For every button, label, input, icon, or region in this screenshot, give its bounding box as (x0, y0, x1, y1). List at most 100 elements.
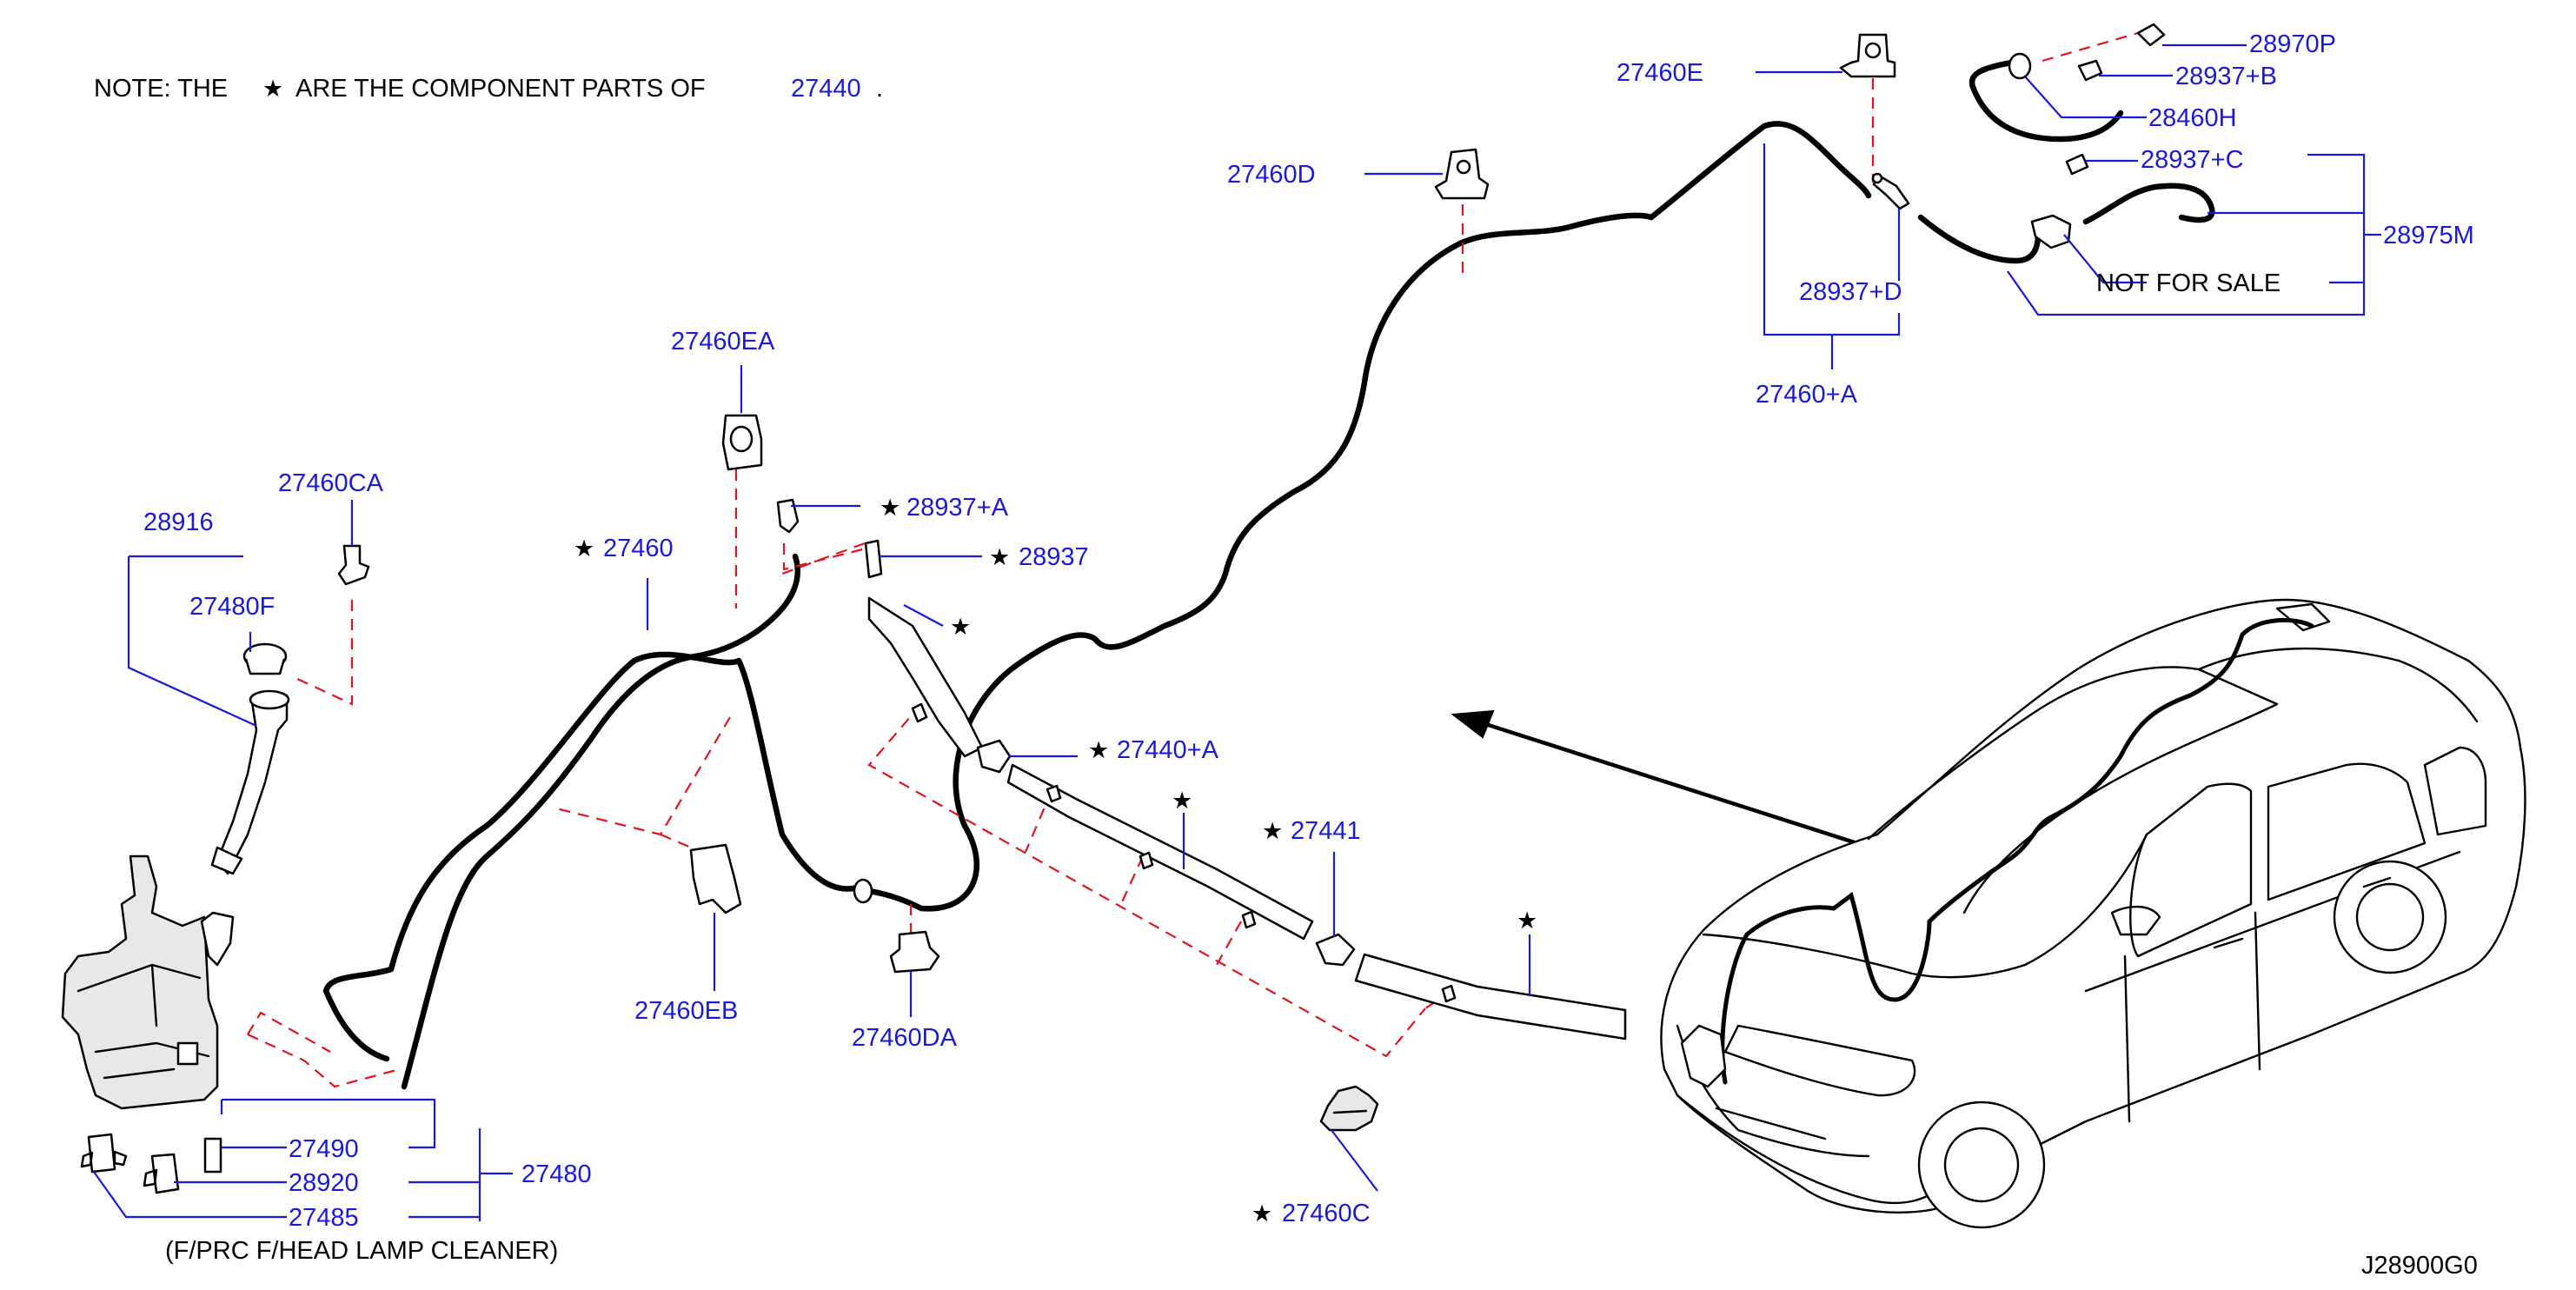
hose-lower-run (322, 651, 864, 1062)
label-27460d[interactable]: 27460D (1227, 161, 1316, 189)
elbow-rear[interactable] (2030, 214, 2072, 249)
label-28970p[interactable]: 28970P (2249, 30, 2336, 58)
grommet-27490[interactable] (203, 1137, 222, 1174)
label-27440a[interactable]: 27440+A (1117, 736, 1219, 764)
hose-to-nozzle (866, 212, 1655, 912)
hose-roof-run (1648, 121, 1872, 221)
leader-27485 (93, 1171, 287, 1219)
star-strip-upper: ★ (950, 614, 971, 641)
strip-upper[interactable] (867, 596, 984, 758)
car-headlight (1723, 1024, 1916, 1097)
bracket-27480 (220, 1098, 513, 1221)
clip-27460d-illustration[interactable] (1434, 148, 1490, 200)
label-28920[interactable]: 28920 (289, 1169, 359, 1197)
leader-not-for-sale (2063, 234, 2147, 284)
connector-28937d-illustration[interactable] (1871, 172, 1910, 210)
clip-27460ea-illustration[interactable] (721, 414, 763, 471)
bracket-27460c-illustration[interactable] (1319, 1085, 1379, 1132)
bracket-28975m (2007, 153, 2381, 316)
label-not-for-sale: NOT FOR SALE (2096, 269, 2281, 297)
bracket-28916 (127, 555, 257, 728)
dash-27460c (867, 703, 1426, 1058)
washer-tank-27480-illustration[interactable] (61, 854, 235, 1110)
strip-lower[interactable] (1354, 953, 1627, 1041)
connector-28937b[interactable] (2077, 59, 2103, 82)
hose-rear-loop (2082, 183, 2215, 225)
label-28937c[interactable]: 28937+C (2141, 146, 2244, 174)
label-28975m[interactable]: 28975M (2383, 222, 2474, 249)
note-suffix: . (876, 75, 883, 103)
label-27480f[interactable]: 27480F (189, 593, 275, 621)
cap-27480f-illustration[interactable] (242, 642, 288, 675)
car-hood (1702, 833, 2148, 979)
label-27460a[interactable]: 27460+A (1756, 381, 1858, 409)
car-mirror (2110, 905, 2161, 936)
pumps-illustration[interactable] (80, 1133, 222, 1194)
car-front-wheel (1917, 1100, 2046, 1229)
elbow-28937a-illustration[interactable] (776, 498, 800, 534)
label-28937a[interactable]: 28937+A (906, 494, 1009, 522)
dash-tank (247, 1034, 401, 1088)
connector-28937c[interactable] (2065, 153, 2089, 176)
label-27480[interactable]: 27480 (521, 1160, 592, 1188)
note-ref[interactable]: 27440 (791, 75, 861, 103)
car-front-bumper (1676, 1094, 1949, 1205)
label-28937d[interactable]: 28937+D (1799, 278, 1902, 306)
vehicle-illustration (1660, 598, 2526, 1229)
label-27460ea[interactable]: 27460EA (671, 328, 775, 356)
hose-rear-upper (1969, 59, 2124, 143)
clip-27460da-illustration[interactable] (889, 930, 940, 974)
clip-27460e-illustration[interactable] (1839, 33, 1896, 78)
rear-parts-illustration[interactable] (2008, 23, 2166, 249)
note: NOTE: THE ★ ARE THE COMPONENT PARTS OF 2… (94, 75, 883, 103)
label-27460c[interactable]: 27460C (1282, 1200, 1371, 1227)
label-28937b[interactable]: 28937+B (2175, 63, 2277, 90)
star-strip-lower: ★ (1517, 908, 1537, 934)
nozzle-27441-illustration[interactable] (1315, 933, 1356, 967)
note-middle: ARE THE COMPONENT PARTS OF (295, 75, 706, 103)
car-side-window-2 (2267, 762, 2427, 901)
hose-main-run (401, 553, 801, 1090)
dash-27460eb (555, 716, 731, 836)
car-body (1660, 598, 2526, 1214)
hose-rear-run (1917, 214, 2042, 264)
label-28916[interactable]: 28916 (143, 509, 214, 536)
label-27460[interactable]: 27460 (603, 535, 674, 562)
dash-28970p (2042, 31, 2139, 63)
dash-clip-2 (1119, 855, 1145, 905)
grommet-hood-illustration[interactable] (853, 878, 873, 904)
label-27485[interactable]: 27485 (289, 1204, 359, 1232)
connector-28937-illustration[interactable] (864, 539, 883, 579)
note-star: ★ (262, 76, 283, 103)
label-28937[interactable]: 28937 (1019, 543, 1089, 571)
car-roof-line (2197, 647, 2479, 723)
filler-neck-28916-illustration[interactable] (210, 689, 290, 875)
label-27441[interactable]: 27441 (1291, 817, 1361, 845)
label-27490[interactable]: 27490 (289, 1135, 359, 1163)
nozzle-strips-illustration[interactable] (867, 596, 1627, 1041)
label-27460da[interactable]: 27460DA (852, 1024, 958, 1052)
leader-star-upper (903, 604, 944, 627)
label-27460ca[interactable]: 27460CA (278, 469, 384, 497)
pump-27485[interactable] (80, 1133, 128, 1174)
clip-27460eb-illustration[interactable] (689, 843, 742, 914)
nozzle-28970p[interactable] (2136, 23, 2166, 47)
grommet-28460h[interactable] (2008, 52, 2032, 80)
clip-27460ca-illustration[interactable] (337, 544, 370, 586)
car-rear-spoiler (2275, 602, 2331, 632)
main-hose (322, 59, 2215, 1090)
dash-clip-3 (1216, 921, 1242, 966)
footnote: (F/PRC F/HEAD LAMP CLEANER) (165, 1237, 558, 1265)
dash-28937 (781, 542, 866, 575)
label-27460e[interactable]: 27460E (1617, 59, 1703, 87)
pump-28920[interactable] (143, 1153, 180, 1194)
star-28937: ★ (989, 544, 1010, 571)
label-28460h[interactable]: 28460H (2148, 104, 2237, 132)
strip-middle[interactable] (1006, 763, 1314, 941)
car-washer-tank-detail (1680, 1024, 1727, 1088)
nozzle-27440a-illustration[interactable] (976, 739, 1012, 774)
label-27460eb[interactable]: 27460EB (634, 997, 738, 1025)
leader-lines (93, 43, 2381, 1221)
dash-tank-b (247, 1011, 331, 1053)
